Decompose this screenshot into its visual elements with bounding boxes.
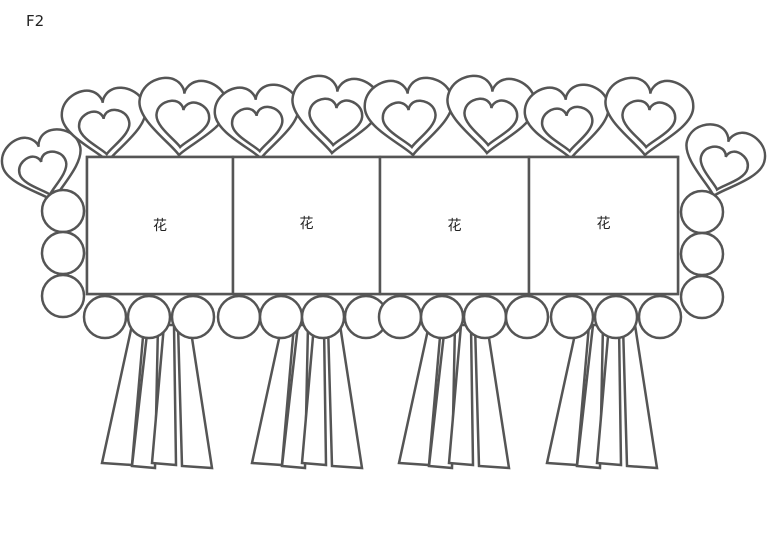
side-circle — [40, 188, 86, 234]
side-circle — [679, 189, 725, 235]
bottom-circle — [377, 294, 423, 340]
panel-text: 花 — [448, 218, 462, 234]
heart-shape — [16, 148, 73, 200]
panel-2 — [231, 155, 382, 296]
heart-shape — [462, 97, 519, 147]
figure-label: F2 — [26, 12, 45, 30]
bottom-circle — [504, 294, 550, 340]
bottom-circle — [549, 294, 595, 340]
bottom-circle — [216, 294, 262, 340]
bottom-circle — [82, 294, 128, 340]
heart-shape — [541, 106, 595, 154]
panel-text: 花 — [153, 218, 167, 234]
ribbon-strip — [621, 323, 659, 470]
panel-4 — [527, 155, 680, 296]
side-circle — [679, 231, 725, 277]
ribbon-strip — [176, 323, 214, 470]
panel-1 — [85, 155, 235, 296]
bottom-circle — [126, 294, 172, 340]
bottom-circle — [462, 294, 508, 340]
bottom-circle — [593, 294, 639, 340]
ribbon-strip — [150, 323, 178, 467]
ribbon-strip — [326, 323, 364, 470]
panel-text: 花 — [300, 216, 314, 232]
heart-shape — [307, 97, 364, 147]
bottom-circle — [300, 294, 346, 340]
heart-shape — [78, 109, 132, 157]
bottom-circle — [258, 294, 304, 340]
side-circle — [679, 274, 725, 320]
heart-shape — [620, 99, 677, 149]
panel-text: 花 — [597, 216, 611, 232]
heart-shape — [694, 143, 751, 195]
bottom-circle — [170, 294, 216, 340]
bottom-circle — [637, 294, 683, 340]
side-circle — [40, 273, 86, 319]
heart-shape — [154, 99, 211, 149]
panel-3 — [378, 155, 531, 296]
ribbon-strip — [473, 323, 511, 470]
heart-shape — [231, 106, 285, 154]
side-circle — [40, 230, 86, 276]
heart-shape — [382, 99, 439, 149]
bottom-circle — [419, 294, 465, 340]
